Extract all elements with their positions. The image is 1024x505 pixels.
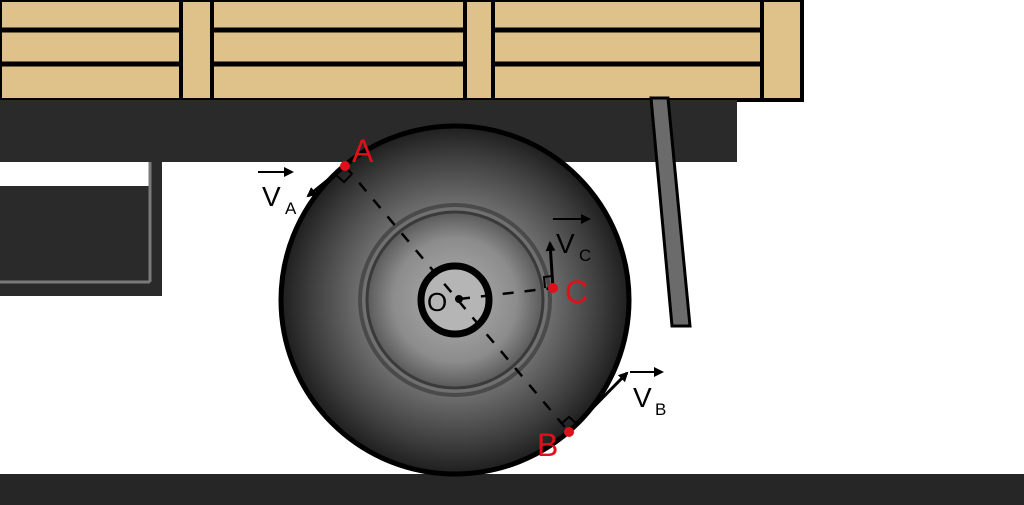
velocity-vector-a (306, 164, 346, 198)
velocity-vector-b (567, 371, 629, 434)
tire-inner-ring (358, 203, 552, 397)
construction-lines (344, 165, 570, 433)
vector-c-letter: V (556, 228, 575, 259)
hub (417, 262, 493, 338)
vector-a-letter: V (262, 181, 281, 212)
point-o-label: O (427, 287, 447, 317)
velocity-vectors (306, 164, 629, 434)
diameter-line-ab (344, 165, 570, 433)
point-a-label: A (352, 133, 374, 169)
right-angle-b (560, 415, 578, 425)
radius-line-oc (458, 286, 554, 301)
truck-bed (0, 0, 804, 102)
right-angle-markers (335, 173, 578, 425)
vector-c-subscript: C (579, 246, 591, 265)
road (0, 474, 1024, 505)
point-b-label: B (537, 427, 558, 463)
mudflap-strut (649, 96, 692, 328)
vector-b-subscript: B (655, 400, 666, 419)
point-c-dot (548, 283, 558, 293)
point-a-dot (340, 161, 350, 171)
point-c-label: C (565, 274, 588, 310)
vector-label-c: V C (553, 214, 591, 265)
point-b-dot (564, 427, 574, 437)
velocity-vector-c (545, 241, 556, 289)
vector-label-b: V B (630, 367, 666, 419)
vector-label-a: V A (258, 167, 297, 218)
point-markers (340, 161, 574, 437)
vector-a-subscript: A (285, 199, 297, 218)
right-angle-c (542, 275, 554, 289)
right-angle-a (335, 173, 353, 184)
vector-b-letter: V (633, 382, 652, 413)
truck-chassis (0, 100, 737, 296)
wheel (278, 123, 632, 477)
